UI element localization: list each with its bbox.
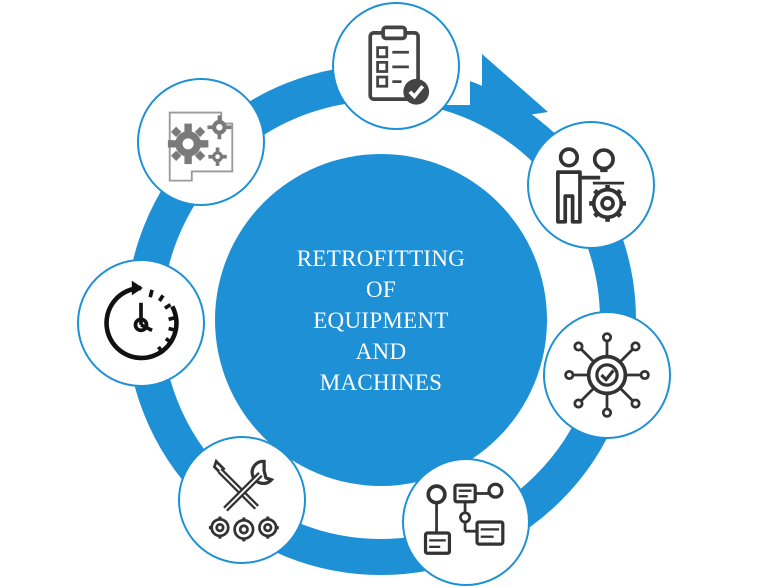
center-title-line-5: MACHINES bbox=[319, 369, 443, 395]
gears-node bbox=[137, 78, 265, 206]
center-circle bbox=[215, 154, 547, 486]
center-title-line-4: AND bbox=[355, 338, 407, 364]
ring-arrowhead bbox=[482, 54, 548, 122]
gears-settings-icon bbox=[167, 111, 234, 182]
network-node bbox=[543, 311, 671, 439]
center-title-line-1: RETROFITTING bbox=[296, 245, 466, 271]
engineer-node bbox=[527, 121, 655, 249]
workflow-process-icon bbox=[423, 482, 505, 555]
tools-node bbox=[178, 436, 306, 564]
checklist-clipboard-icon bbox=[368, 25, 430, 105]
time-clock-icon bbox=[104, 280, 179, 361]
center-title-line-2: OF bbox=[365, 276, 396, 302]
checklist-node bbox=[332, 2, 460, 130]
center-title: RETROFITTING OF EQUIPMENT AND MACHINES bbox=[215, 154, 547, 486]
network-gear-check-icon bbox=[564, 332, 650, 418]
time-node bbox=[77, 259, 205, 387]
engineer-idea-gear-icon bbox=[556, 147, 626, 224]
wrench-screwdriver-gears-icon bbox=[208, 458, 279, 542]
workflow-node bbox=[402, 458, 530, 586]
center-title-line-3: EQUIPMENT bbox=[313, 307, 449, 333]
